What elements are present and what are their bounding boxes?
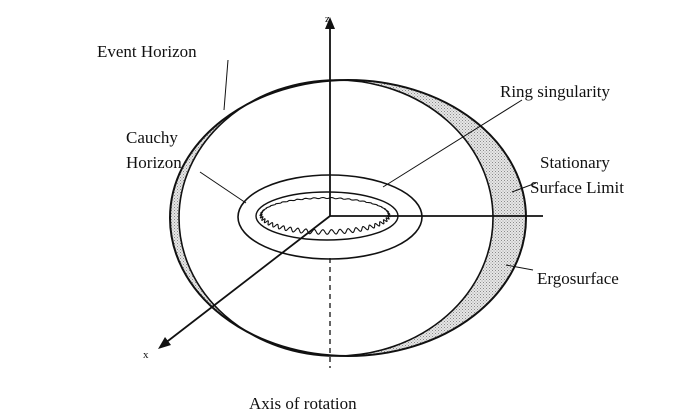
ergosurface-label: Ergosurface <box>537 269 619 288</box>
z-axis-label: z <box>325 13 330 25</box>
x-axis-label: x <box>143 349 149 361</box>
ring-singularity-label: Ring singularity <box>500 82 611 101</box>
stationary-limit-label-line2: Surface Limit <box>530 178 624 197</box>
cauchy-horizon-label-line1: Cauchy <box>126 128 178 147</box>
axis-of-rotation-label: Axis of rotation <box>249 394 357 413</box>
event-horizon-label: Event Horizon <box>97 42 197 61</box>
stationary-limit-label-line1: Stationary <box>540 153 610 172</box>
cauchy-horizon-label-line2: Horizon <box>126 153 182 172</box>
